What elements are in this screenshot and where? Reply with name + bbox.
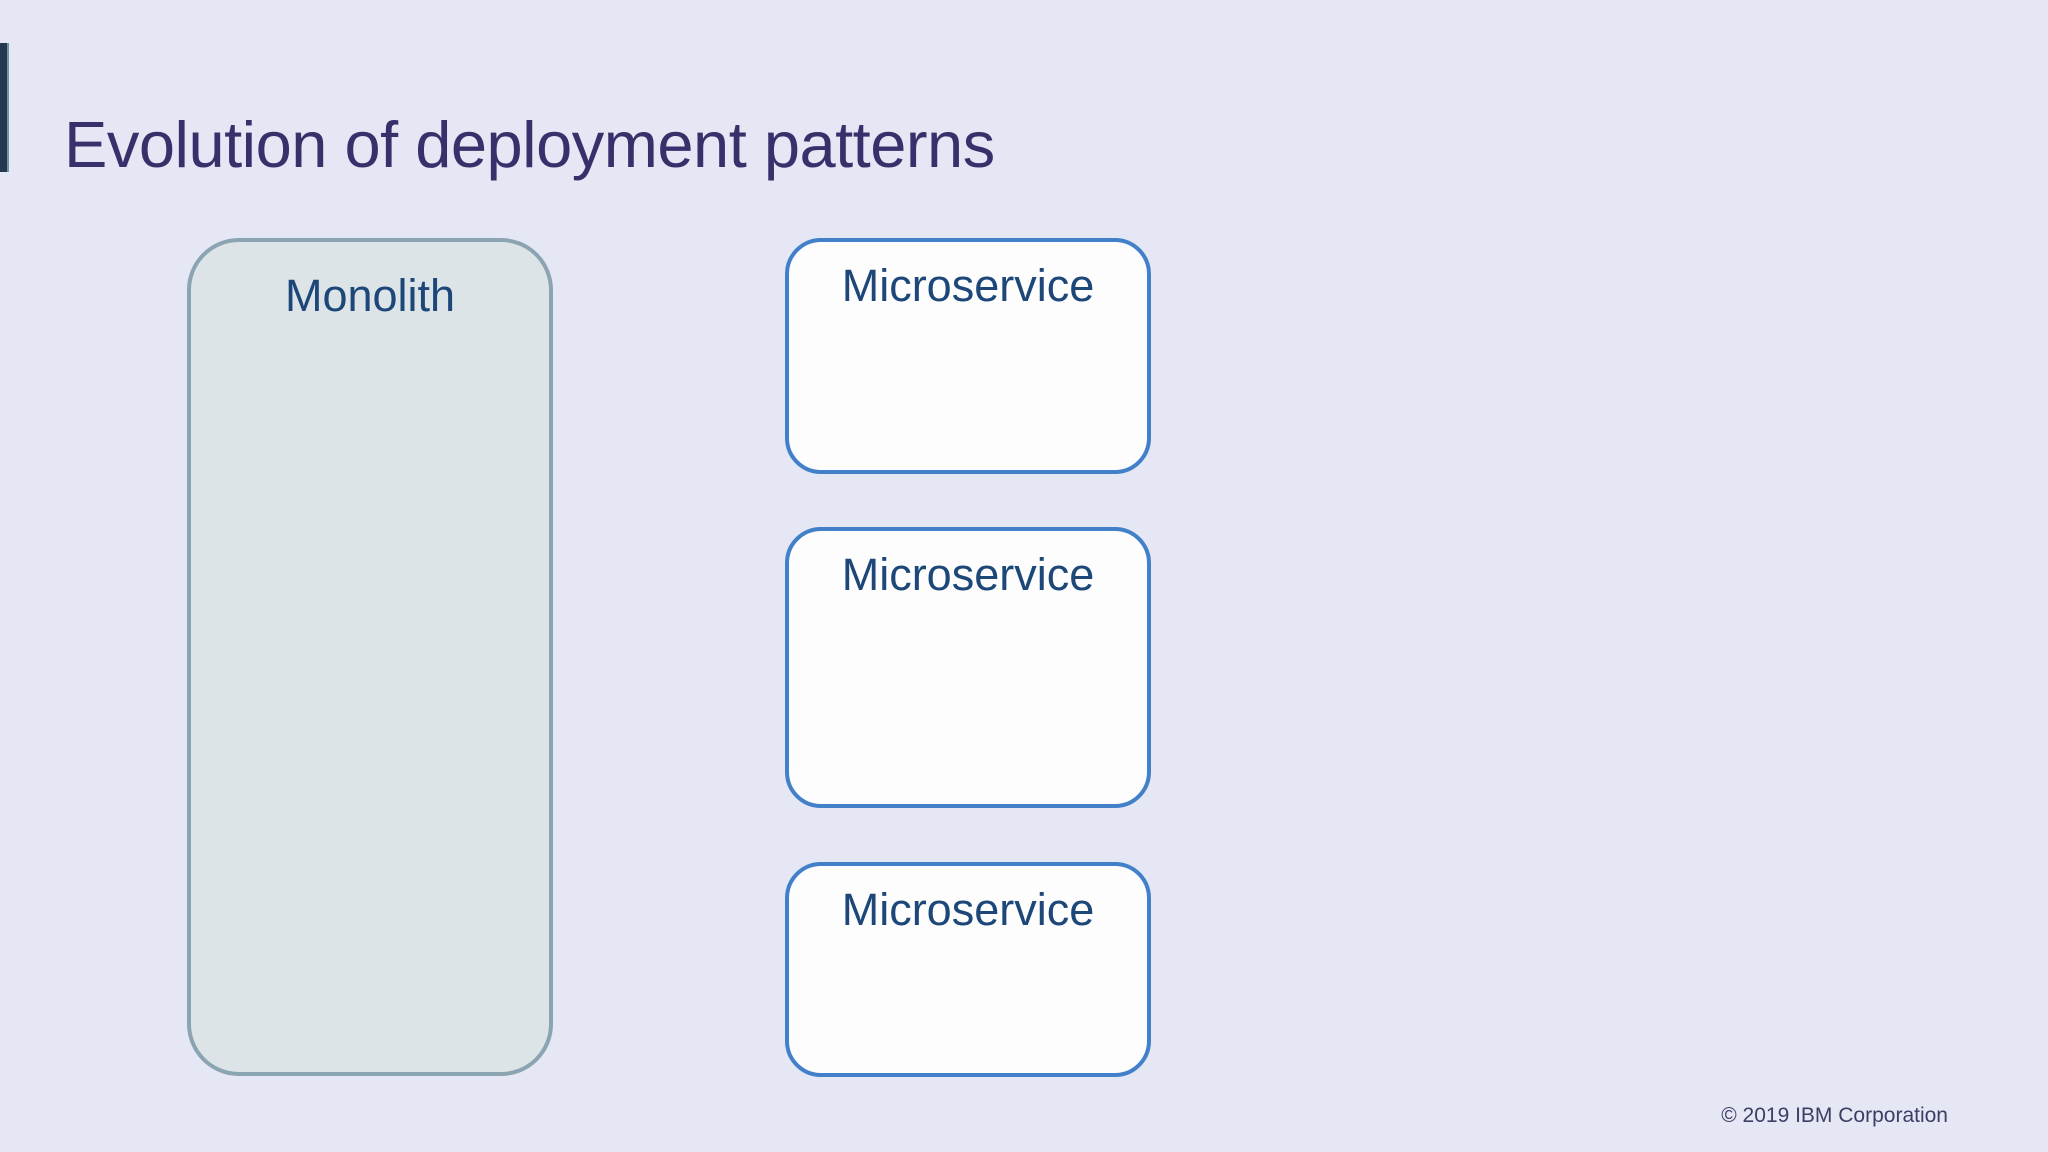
monolith-box: Monolith	[187, 238, 553, 1076]
title-accent-bar	[0, 43, 9, 172]
microservice-label: Microservice	[841, 884, 1095, 935]
copyright-text: © 2019 IBM Corporation	[1721, 1104, 1948, 1127]
microservice-box-1: Microservice	[785, 238, 1151, 474]
microservice-box-3: Microservice	[785, 862, 1151, 1077]
microservice-box-2: Microservice	[785, 527, 1151, 808]
monolith-label: Monolith	[284, 270, 456, 321]
microservice-label: Microservice	[841, 549, 1095, 600]
microservice-label: Microservice	[841, 260, 1095, 311]
slide-title: Evolution of deployment patterns	[64, 107, 995, 181]
